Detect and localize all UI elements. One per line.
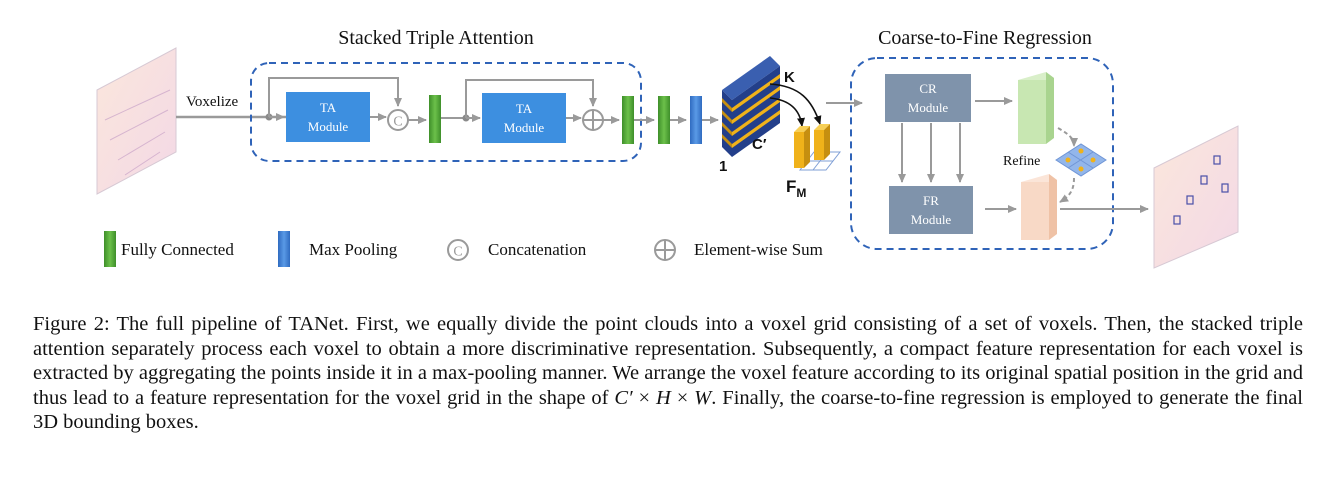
ta-module-2: TA Module: [482, 93, 566, 143]
concatenation-node: C: [387, 109, 409, 131]
svg-text:FR: FR: [923, 193, 939, 208]
coarse-to-fine-box: [850, 57, 1114, 250]
legend-fc-label: Fully Connected: [121, 240, 234, 259]
figure-caption: Figure 2: The full pipeline of TANet. Fi…: [33, 313, 1303, 433]
refine-grid-icon: [1055, 143, 1107, 177]
ta-module-1: TA Module: [286, 92, 370, 142]
svg-text:TA: TA: [320, 100, 337, 115]
legend-sum-icon: [654, 239, 676, 261]
fc-layer-2: [622, 96, 634, 144]
stacked-triple-attention-title: Stacked Triple Attention: [338, 27, 534, 49]
refine-label: Refine: [1003, 154, 1040, 169]
element-wise-sum-node: [582, 109, 604, 131]
voxel-feature-tensor: [722, 56, 780, 157]
tensor-label-k: K: [784, 69, 795, 86]
fc-layer-3: [658, 96, 670, 144]
pipeline-diagram: Stacked Triple Attention Coarse-to-Fine …: [96, 27, 1239, 269]
legend-sum-label: Element-wise Sum: [694, 240, 823, 259]
svg-text:C: C: [453, 245, 462, 260]
stacked-triple-attention-box: [250, 62, 642, 162]
legend: Fully Connected Max Pooling C Concatenat…: [104, 231, 823, 267]
svg-text:Module: Module: [908, 100, 949, 115]
legend-fc-swatch: [104, 231, 116, 267]
legend-concat-label: Concatenation: [488, 240, 587, 259]
voxelize-label: Voxelize: [186, 94, 239, 110]
svg-text:Module: Module: [308, 119, 349, 134]
svg-text:Module: Module: [911, 212, 952, 227]
cr-module: CR Module: [885, 74, 971, 122]
legend-concat-icon: [447, 239, 469, 261]
fc-layer-1: [429, 95, 441, 143]
tensor-label-c-prime: C′: [752, 136, 767, 153]
coarse-to-fine-title: Coarse-to-Fine Regression: [878, 27, 1092, 49]
svg-text:Module: Module: [504, 120, 545, 135]
fm-label: FM: [786, 177, 806, 200]
cr-output-feature: [1018, 72, 1054, 144]
fr-module: FR Module: [889, 186, 973, 234]
svg-text:CR: CR: [919, 81, 937, 96]
output-detection-image: [1153, 125, 1239, 269]
legend-mp-swatch: [278, 231, 290, 267]
input-point-cloud-image: [96, 47, 177, 195]
fm-feature-map: [794, 124, 842, 171]
tensor-label-one: 1: [719, 158, 727, 175]
max-pooling-layer: [690, 96, 702, 144]
fr-output-feature: [1021, 174, 1057, 240]
svg-text:C: C: [393, 115, 402, 130]
legend-mp-label: Max Pooling: [309, 240, 398, 259]
svg-text:TA: TA: [516, 101, 533, 116]
